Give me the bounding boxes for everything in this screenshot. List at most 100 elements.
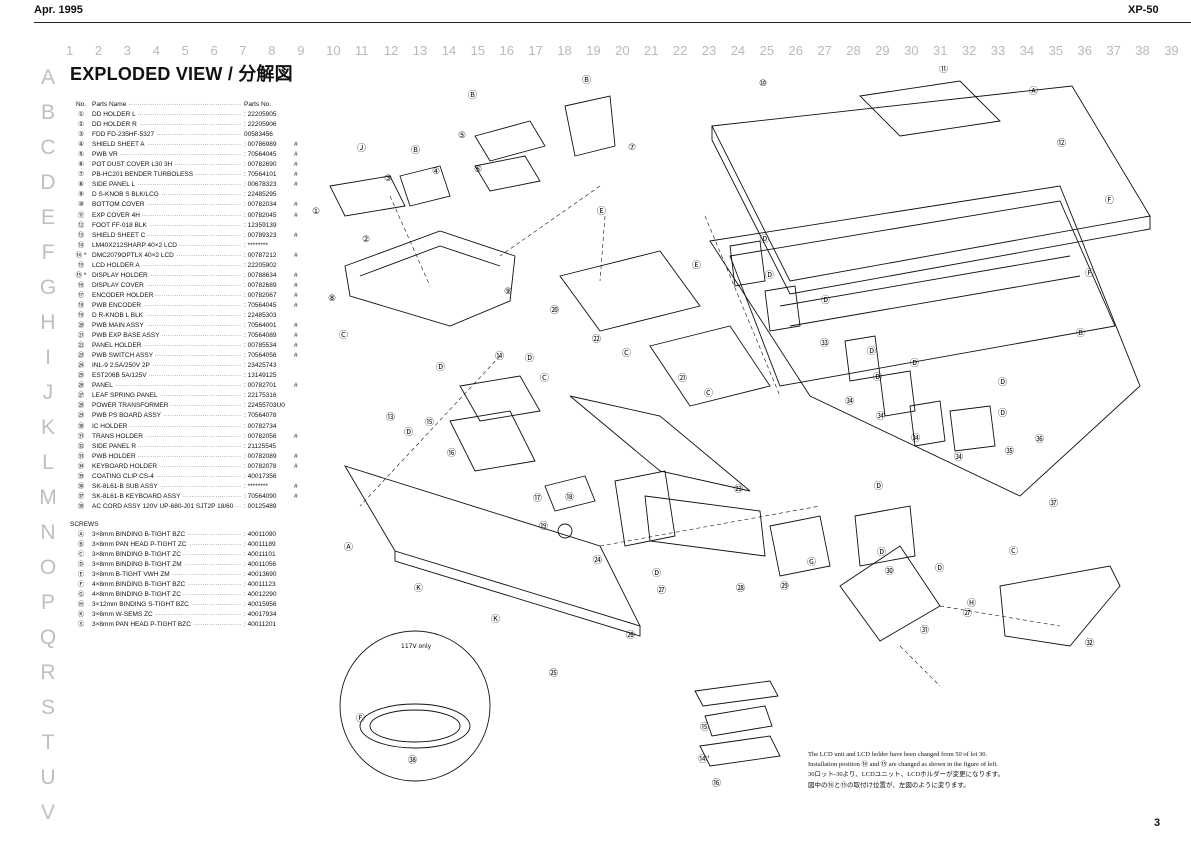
column-number: 20 [615, 43, 630, 58]
item-name: EXP COVER 4H [92, 211, 142, 219]
encoder [544, 475, 596, 512]
item-number: ㉓ [77, 352, 85, 360]
callout-label: Ⓗ [967, 598, 976, 609]
callout-label: Ⓑ [468, 90, 477, 101]
side-panel-r [999, 565, 1121, 647]
callout-label: ③ [384, 174, 392, 184]
callout-label: Ⓔ [597, 206, 606, 217]
holder-5 [909, 400, 946, 447]
table-row: Ⓐ3×8mm BINDING B-TIGHT BZC: 40011090 [70, 530, 302, 540]
callout-label: ⑭' [698, 754, 709, 765]
item-name: D S-KNOB S BLK/LCG [92, 191, 161, 199]
keyboard-frame [729, 200, 1116, 387]
item-number: ㉚ [77, 422, 85, 430]
lcd [459, 375, 541, 422]
callout-label: Ⓐ [1029, 86, 1038, 97]
item-partno: : 23425743 [244, 362, 277, 370]
callout-label: Ⓓ [821, 295, 830, 306]
item-number: ⑰ [77, 291, 85, 299]
table-row: Ⓓ3×8mm BINDING B-TIGHT ZM: 40011056 [70, 560, 302, 570]
callout-label: ⑨ [504, 287, 512, 297]
column-number: 32 [961, 43, 977, 58]
callout-label: ⑰ [533, 493, 542, 504]
item-partno: : 70564001 [244, 322, 277, 330]
item-name: SHIELD SHEET A [92, 141, 147, 149]
row-letter: T [41, 731, 55, 754]
callout-label: Ⓕ [1105, 195, 1114, 206]
item-number: ㉝ [77, 452, 85, 460]
column-number: 14 [441, 43, 457, 58]
item-name: KEYBOARD HOLDER [92, 462, 160, 470]
callout-label: Ⓓ [525, 353, 534, 364]
item-name: DISPLAY COVER [92, 281, 146, 289]
item-number: ⑳ [77, 322, 85, 330]
row-letter: U [40, 766, 56, 789]
item-partno: : 70564078 [244, 412, 277, 420]
column-number: 22 [672, 43, 688, 58]
column-number: 3 [123, 43, 132, 58]
power-transformer [769, 515, 831, 577]
column-number: 30 [904, 43, 919, 58]
item-name: DMC2079OPTLX 40×2 LCD [92, 251, 176, 259]
item-name: 4×8mm BINDING B-TIGHT BZC [92, 581, 188, 589]
callout-label: ⑪ [939, 66, 948, 75]
callout-label: ⑤ [458, 131, 466, 141]
item-partno: : 40011056 [244, 561, 277, 569]
item-name: SIDE PANEL R [92, 442, 139, 450]
column-number: 2 [94, 43, 103, 58]
column-number: 12 [383, 43, 399, 58]
callout-label: ⑦ [628, 143, 636, 153]
item-partno: : 22455703U0 [244, 402, 285, 410]
column-number: 28 [846, 43, 861, 58]
callout-label: ⑬ [386, 412, 395, 423]
inset-label: 117V only [401, 643, 432, 650]
lcd-change-note: The LCD unit and LCD holder have been ch… [808, 750, 1073, 791]
item-partno: : 00782056 [244, 432, 277, 440]
item-partno: : 70564045 [244, 151, 277, 159]
pot-dust-cover [474, 155, 541, 192]
item-number: ⑲ [77, 311, 85, 319]
item-name: 3×8mm BINDING B-TIGHT BZC [92, 530, 188, 538]
item-mark: # [294, 231, 298, 239]
column-number: 25 [759, 43, 775, 58]
item-name: 3×8mm PAN HEAD P-TIGHT BZC [92, 621, 193, 629]
header-date: Apr. 1995 [34, 4, 83, 16]
item-mark: # [294, 281, 298, 289]
item-mark: # [294, 151, 298, 159]
item-name: IC HOLDER [92, 422, 130, 430]
callout-label: ㉕ [549, 668, 558, 679]
callout-label: Ⓓ [436, 362, 445, 373]
item-mark: # [294, 301, 298, 309]
row-letter: V [40, 801, 55, 824]
column-number: 7 [239, 43, 247, 58]
row-letter: K [40, 416, 55, 439]
row-letter: H [40, 311, 56, 334]
callout-label: Ⓓ [873, 372, 882, 383]
column-number: 33 [990, 43, 1006, 58]
button-caps-a [614, 470, 676, 547]
item-number: Ⓕ [77, 581, 85, 589]
table-row: Ⓖ4×8mm BINDING B-TIGHT ZC: 40012290 [70, 590, 302, 600]
item-partno: : 22175316 [244, 392, 277, 400]
column-number: 11 [355, 43, 369, 58]
callout-label: ㊲ [1049, 498, 1058, 509]
pwb-ps-board [854, 505, 916, 567]
shield-sheet-a [399, 165, 451, 207]
side-panel-l [344, 230, 516, 327]
table-row: Ⓗ3×12mm BINDING S-TIGHT BZC: 40015956 [70, 600, 302, 610]
item-name: PWB PS BOARD ASSY [92, 412, 163, 420]
column-number: 21 [644, 43, 659, 58]
column-number: 15 [470, 43, 486, 58]
item-number: ⑥ [78, 161, 84, 169]
